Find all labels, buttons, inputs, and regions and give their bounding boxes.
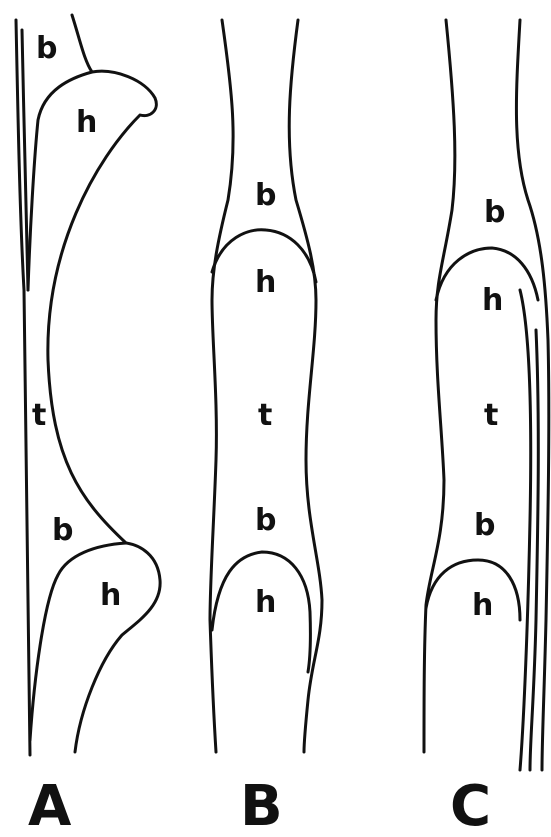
panel-a-label-b2: b xyxy=(52,513,73,548)
panel-b-left-wall xyxy=(210,20,233,752)
panel-b-title: B xyxy=(240,774,283,837)
panel-b-label-h1: h xyxy=(255,265,276,300)
panel-a-title: A xyxy=(28,774,72,837)
panel-c-right-wall xyxy=(516,20,548,770)
panel-b-label-b1: b xyxy=(255,178,276,213)
panel-a-label-h2: h xyxy=(100,578,121,613)
panel-c-label-h1: h xyxy=(482,283,503,318)
panel-b-label-t: t xyxy=(258,398,272,433)
panel-c-title: C xyxy=(450,774,491,837)
panel-c-label-b1: b xyxy=(484,195,505,230)
panel-c-left-wall xyxy=(424,20,455,752)
labels: b h t b h b h t b h b h t b h A B C xyxy=(28,31,505,837)
panel-b-right-wall xyxy=(289,20,322,752)
panel-a-label-b1: b xyxy=(36,31,57,66)
panel-a-lower-b-edge xyxy=(30,543,126,740)
panel-c-label-t: t xyxy=(484,398,498,433)
panel-a-lower-h-outline xyxy=(75,543,160,752)
panel-b-label-b2: b xyxy=(255,503,276,538)
panel-c xyxy=(424,20,549,770)
panel-b-label-h2: h xyxy=(255,585,276,620)
panel-a-label-h1: h xyxy=(76,105,97,140)
panel-a-upper-b-right xyxy=(72,15,92,72)
panel-b xyxy=(210,20,322,752)
panel-c-inner-line-1 xyxy=(520,290,531,770)
panel-c-label-b2: b xyxy=(474,508,495,543)
panel-a-label-t: t xyxy=(32,398,46,433)
panel-a-upper-h-outline xyxy=(28,71,156,543)
panel-c-label-h2: h xyxy=(472,588,493,623)
